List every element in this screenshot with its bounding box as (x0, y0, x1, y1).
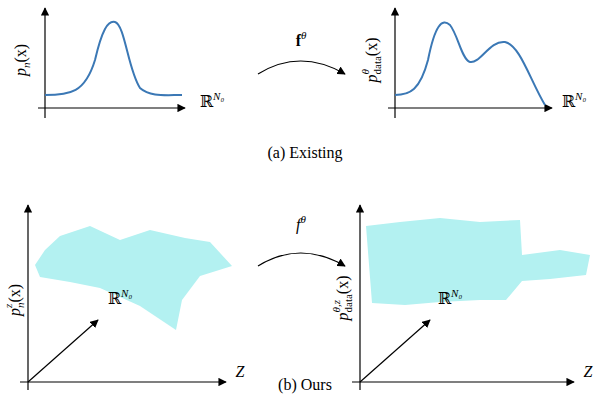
math-symbol: θ (301, 29, 306, 41)
math-symbol: ℝ (200, 93, 213, 110)
condition-axis-label: Z (236, 362, 245, 381)
space-axis-label: ℝN₀ (200, 91, 224, 111)
density-axis-label: pθdata(x) (360, 38, 383, 83)
plot-existing-noise (38, 8, 185, 118)
math-symbol: (x) (12, 44, 29, 63)
math-symbol: N₀ (213, 90, 224, 102)
plot-existing-data (388, 8, 552, 118)
density-surface (35, 226, 232, 330)
math-symbol: data (343, 294, 355, 312)
mapping-label: fθ (296, 30, 307, 50)
math-symbol: N₀ (451, 287, 462, 299)
math-symbol: N₀ (121, 287, 132, 299)
space-axis-label: ℝN₀ (562, 91, 586, 111)
math-symbol: data (372, 56, 384, 74)
mapping-arrow (258, 61, 345, 74)
math-symbol: (b) Ours (278, 376, 332, 393)
subscript: n (21, 63, 33, 69)
math-symbol: n (15, 303, 27, 309)
superscript: N₀ (213, 91, 224, 102)
subfigure-caption: (b) Ours (278, 375, 332, 394)
superscript: θ (301, 214, 306, 225)
math-symbol: ℝ (562, 93, 575, 110)
superscript: N₀ (575, 91, 586, 102)
subfigure-caption: (a) Existing (267, 143, 342, 162)
math-symbol: n (21, 63, 33, 69)
math-symbol: Z (236, 363, 245, 380)
math-symbol: ℝ (108, 290, 121, 307)
math-symbol: (x) (334, 276, 351, 295)
superscript: N₀ (451, 288, 462, 299)
superscript: N₀ (121, 288, 132, 299)
plot-ours-data (352, 205, 574, 390)
density-axis-label: pθ,zdata(x) (331, 276, 354, 321)
script-stack: zn (3, 303, 26, 309)
math-symbol: f (296, 216, 300, 233)
math-symbol: ℝ (438, 290, 451, 307)
condition-axis-label: Z (584, 362, 593, 381)
math-symbol: (x) (6, 284, 23, 303)
density-axis-label: pn(x) (11, 44, 33, 76)
math-symbol: θ (301, 213, 306, 225)
math-symbol: p (12, 68, 29, 76)
mapping-label: fθ (296, 214, 306, 234)
math-symbol: p (334, 312, 351, 320)
math-symbol: z (3, 303, 15, 309)
math-symbol: θ,z (331, 294, 343, 312)
math-symbol: Z (584, 363, 593, 380)
superscript: θ (301, 30, 306, 41)
density-surface (366, 218, 590, 305)
script-stack: θdata (360, 56, 383, 74)
plot-ours-noise (20, 205, 226, 390)
density-axis-label: pzn(x) (3, 284, 26, 316)
math-symbol: p (363, 74, 380, 82)
math-symbol: θ (360, 56, 372, 74)
math-symbol: (x) (363, 38, 380, 57)
space-axis-label: ℝN₀ (108, 288, 132, 308)
density-curve (45, 22, 182, 95)
space-axis-label: ℝN₀ (438, 288, 462, 308)
math-symbol: N₀ (575, 90, 586, 102)
density-curve (395, 23, 545, 105)
math-symbol: (a) Existing (267, 144, 342, 161)
math-symbol: f (296, 32, 301, 49)
math-symbol: p (6, 308, 23, 316)
mapping-arrow (258, 253, 345, 266)
script-stack: θ,zdata (331, 294, 354, 312)
